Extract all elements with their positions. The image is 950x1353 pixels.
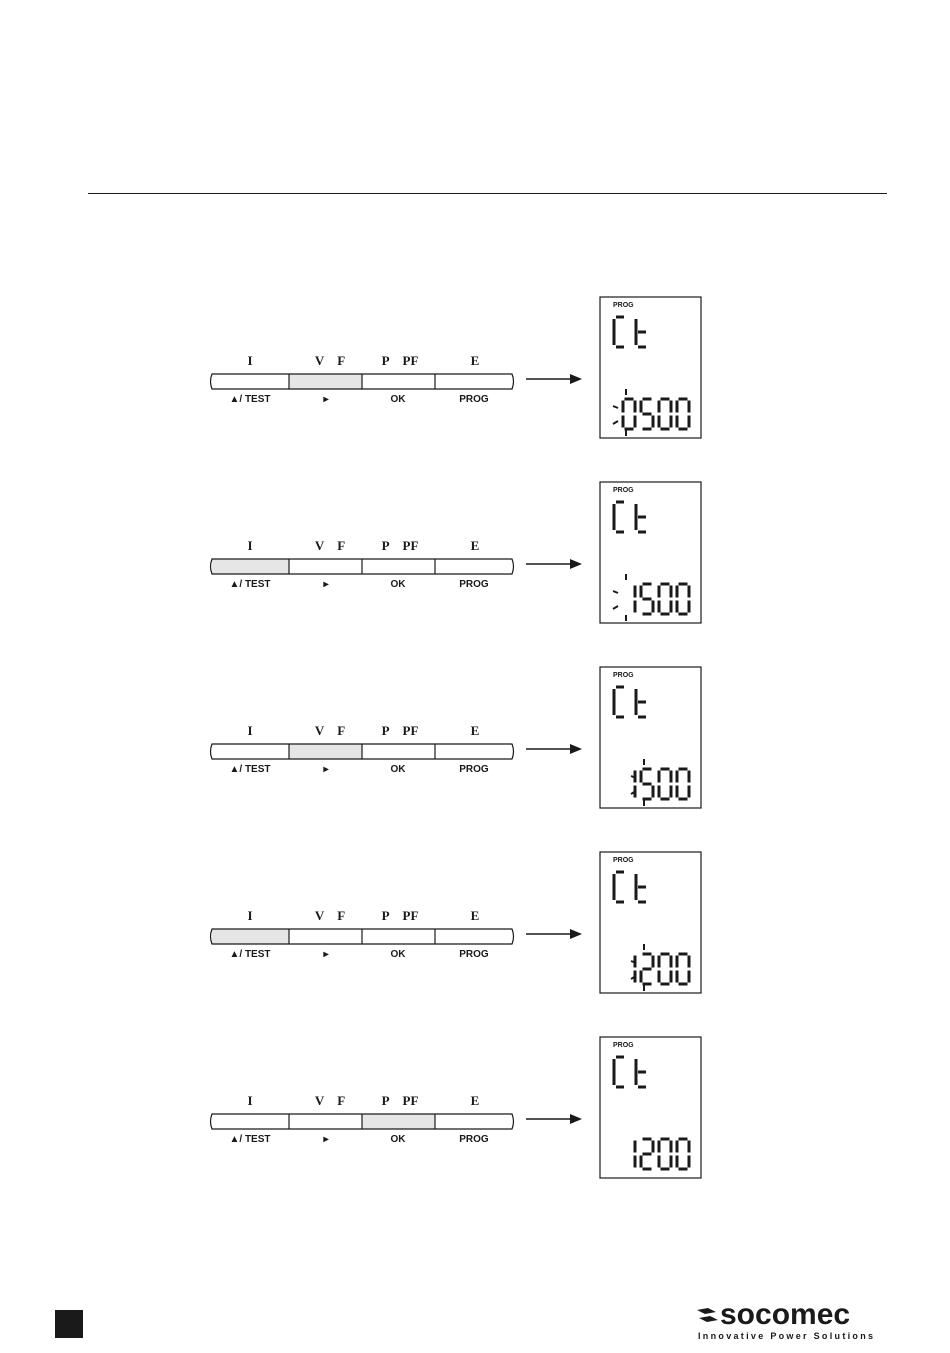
keypad-button-2[interactable]: V F ▸	[289, 538, 362, 590]
button-top-label: V F	[315, 723, 345, 738]
keypad-button-1[interactable]: I ▲/ TEST	[212, 538, 289, 590]
keypad-button-1[interactable]: I ▲/ TEST	[212, 908, 289, 960]
button-bottom-label: OK	[391, 1134, 407, 1145]
lcd-mode-label: PROG	[613, 672, 634, 679]
keypad-button-4[interactable]: E PROG	[435, 353, 512, 405]
button-bottom-label: ▸	[322, 764, 329, 775]
button-top-label: P PF	[382, 353, 419, 368]
step-illustration: I▲/ TESTV F▸P PFOKEPROGPROGCt1200	[0, 851, 950, 1001]
button-bottom-label: ▲/ TEST	[229, 394, 270, 405]
keypad-button-4[interactable]: E PROG	[435, 1093, 512, 1145]
button-bottom-label: OK	[391, 579, 407, 590]
button-bottom-label: OK	[391, 394, 407, 405]
logo-mark-icon	[696, 1306, 720, 1328]
button-bottom-label: PROG	[459, 764, 489, 775]
lcd-mode-label: PROG	[613, 857, 634, 864]
keypad-button-2[interactable]: V F ▸	[289, 723, 362, 775]
arrow-right-icon	[526, 744, 582, 754]
keypad-button-3[interactable]: P PF OK	[362, 538, 435, 590]
arrow-right-icon	[526, 929, 582, 939]
button-bottom-label: OK	[391, 764, 407, 775]
keypad-button-1[interactable]: I ▲/ TEST	[212, 1093, 289, 1145]
keypad-bar: I ▲/ TEST V F ▸ P PF OK E PROG	[211, 538, 514, 590]
arrow-right-icon	[526, 1114, 582, 1124]
arrow-right-icon	[526, 374, 582, 384]
keypad-button-1[interactable]: I ▲/ TEST	[212, 353, 289, 405]
button-top-label: I	[247, 1093, 252, 1108]
button-top-label: E	[471, 538, 480, 553]
keypad-bar: I ▲/ TEST V F ▸ P PF OK E PROG	[211, 353, 514, 405]
brand-name: socomec	[720, 1300, 850, 1330]
lcd-display: PROGCt1200	[600, 852, 701, 993]
button-bottom-label: ▲/ TEST	[229, 949, 270, 960]
button-top-label: E	[471, 908, 480, 923]
button-top-label: E	[471, 1093, 480, 1108]
lcd-display: PROGCt1500	[600, 482, 701, 623]
keypad-button-4[interactable]: E PROG	[435, 908, 512, 960]
lcd-mode-label: PROG	[613, 487, 634, 494]
button-bottom-label: ▸	[322, 394, 329, 405]
keypad-button-2[interactable]: V F ▸	[289, 908, 362, 960]
button-bottom-label: ▲/ TEST	[229, 764, 270, 775]
keypad-button-3[interactable]: P PF OK	[362, 908, 435, 960]
keypad-button-3[interactable]: P PF OK	[362, 1093, 435, 1145]
arrow-right-icon	[526, 559, 582, 569]
button-top-label: E	[471, 723, 480, 738]
keypad-button-3[interactable]: P PF OK	[362, 723, 435, 775]
button-bottom-label: ▸	[322, 579, 329, 590]
keypad-button-2[interactable]: V F ▸	[289, 353, 362, 405]
button-top-label: I	[247, 538, 252, 553]
lcd-display: PROGCt0500	[600, 297, 701, 438]
keypad-bar: I ▲/ TEST V F ▸ P PF OK E PROG	[211, 723, 514, 775]
button-top-label: P PF	[382, 723, 419, 738]
button-top-label: V F	[315, 908, 345, 923]
button-bottom-label: PROG	[459, 1134, 489, 1145]
keypad-button-4[interactable]: E PROG	[435, 538, 512, 590]
keypad-bar: I ▲/ TEST V F ▸ P PF OK E PROG	[211, 908, 514, 960]
lcd-mode-label: PROG	[613, 1042, 634, 1049]
button-top-label: I	[247, 908, 252, 923]
button-top-label: P PF	[382, 538, 419, 553]
button-top-label: I	[247, 723, 252, 738]
button-bottom-label: PROG	[459, 579, 489, 590]
lcd-display: PROGCt1500	[600, 667, 701, 808]
keypad-button-4[interactable]: E PROG	[435, 723, 512, 775]
button-bottom-label: ▸	[322, 1134, 329, 1145]
button-top-label: P PF	[382, 908, 419, 923]
header-divider	[88, 193, 887, 194]
lcd-mode-label: PROG	[613, 302, 634, 309]
button-bottom-label: PROG	[459, 394, 489, 405]
keypad-button-3[interactable]: P PF OK	[362, 353, 435, 405]
button-top-label: I	[247, 353, 252, 368]
button-top-label: V F	[315, 1093, 345, 1108]
button-bottom-label: ▸	[322, 949, 329, 960]
keypad-bar: I ▲/ TEST V F ▸ P PF OK E PROG	[211, 1093, 514, 1145]
button-top-label: E	[471, 353, 480, 368]
button-top-label: V F	[315, 538, 345, 553]
keypad-button-1[interactable]: I ▲/ TEST	[212, 723, 289, 775]
button-top-label: V F	[315, 353, 345, 368]
button-bottom-label: ▲/ TEST	[229, 1134, 270, 1145]
lcd-display: PROGCt1200	[600, 1037, 701, 1178]
socomec-logo: socomec Innovative Power Solutions	[696, 1304, 890, 1344]
button-bottom-label: OK	[391, 949, 407, 960]
page-number-marker	[55, 1310, 83, 1338]
button-bottom-label: PROG	[459, 949, 489, 960]
brand-tagline: Innovative Power Solutions	[698, 1331, 875, 1341]
button-top-label: P PF	[382, 1093, 419, 1108]
step-illustration: I▲/ TESTV F▸P PFOKEPROGPROGCt0500	[0, 296, 950, 446]
keypad-button-2[interactable]: V F ▸	[289, 1093, 362, 1145]
button-bottom-label: ▲/ TEST	[229, 579, 270, 590]
